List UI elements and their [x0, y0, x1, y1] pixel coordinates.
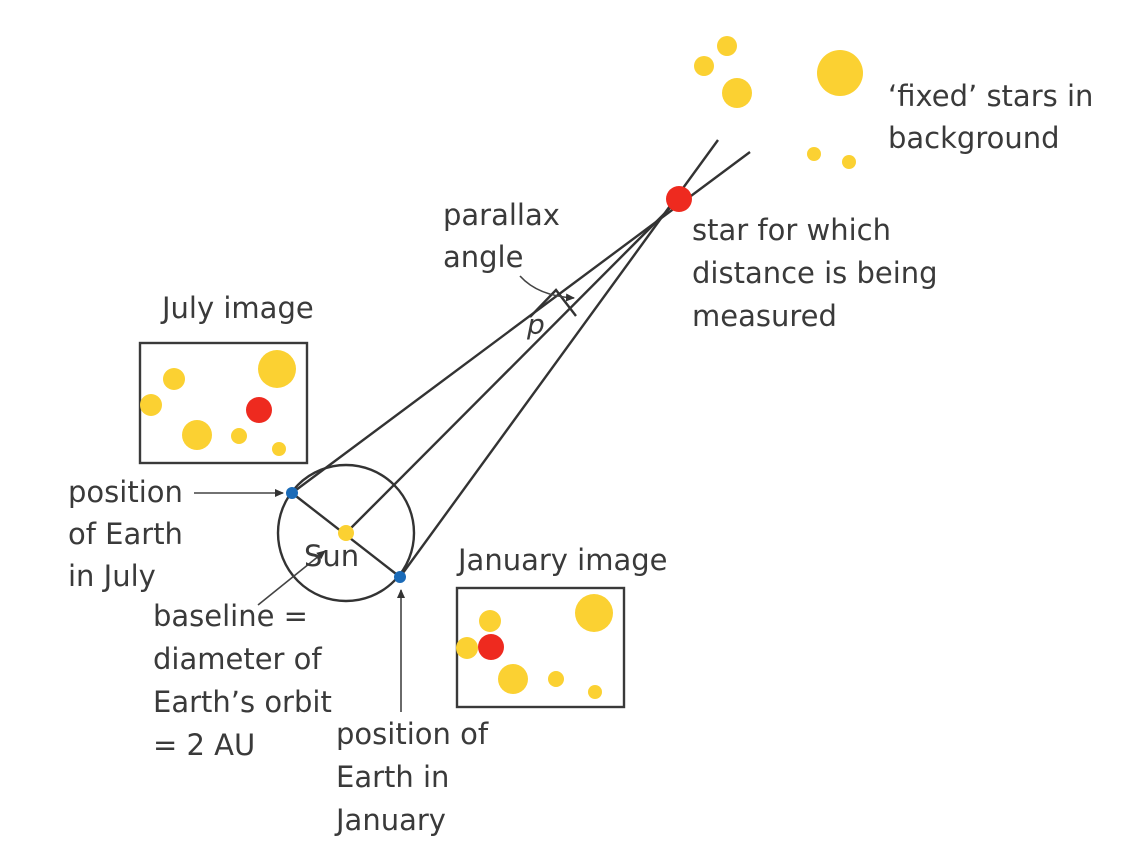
earth-july-label-line: position [68, 475, 183, 509]
baseline-label: baseline = diameter of Earth’s orbit = 2… [153, 599, 341, 762]
target-star-label-line: measured [692, 299, 837, 333]
january-image-star [548, 671, 564, 687]
baseline-label-line: Earth’s orbit [153, 685, 332, 719]
parallax-p-symbol: p [526, 308, 545, 341]
parallax-angle-label-line: parallax [443, 198, 560, 232]
earth-july-dot [286, 487, 298, 499]
baseline-pointer-arrow [257, 550, 326, 606]
july-image-star [258, 350, 296, 388]
july-image-star [182, 420, 212, 450]
sight-line-sun [345, 198, 680, 534]
background-fixed-stars [694, 36, 863, 169]
target-star-label-line: distance is being [692, 256, 938, 290]
july-image-star [272, 442, 286, 456]
january-image-target-star [478, 634, 504, 660]
fixed-stars-label-line: background [888, 121, 1060, 155]
background-star [807, 147, 821, 161]
january-image-star [588, 685, 602, 699]
target-star [666, 186, 692, 212]
july-image-star [231, 428, 247, 444]
background-star [842, 155, 856, 169]
parallax-pointer-arrow [519, 275, 575, 302]
july-image-frame [138, 341, 309, 465]
baseline-label-line: = 2 AU [153, 728, 255, 762]
earth-july-label: position of Earth in July [68, 475, 192, 593]
parallax-angle-label-line: angle [443, 240, 523, 274]
january-image-star [479, 610, 501, 632]
background-star [694, 56, 714, 76]
earth-orbit [276, 463, 416, 603]
parallax-angle-label: parallax angle [443, 198, 569, 274]
january-image-frame [455, 586, 626, 709]
baseline-label-line: diameter of [153, 642, 322, 676]
earth-july-label-line: in July [68, 559, 156, 593]
earth-january-label-line: Earth in [336, 760, 449, 794]
background-star [817, 50, 863, 96]
earth-january-label-line: position of [336, 717, 489, 751]
january-image-star [575, 594, 613, 632]
earth-january-dot [394, 571, 406, 583]
background-star [717, 36, 737, 56]
baseline-label-line: baseline = [153, 599, 308, 633]
parallax-angle-arc [529, 288, 577, 318]
july-image-star [163, 368, 185, 390]
january-image-label: January image [456, 543, 668, 577]
july-image-target-star [246, 397, 272, 423]
target-star-label: star for which distance is being measure… [692, 213, 947, 333]
earth-january-label: position of Earth in January [334, 717, 497, 837]
fixed-stars-label-line: ‘fixed’ stars in [888, 79, 1093, 113]
sun-dot [338, 525, 354, 541]
target-star-label-line: star for which [692, 213, 891, 247]
earth-january-label-line: January [334, 803, 446, 837]
earth-july-label-line: of Earth [68, 517, 183, 551]
sun-label: Sun [304, 539, 359, 573]
july-image-label: July image [160, 291, 314, 325]
fixed-stars-label: ‘fixed’ stars in background [888, 79, 1103, 155]
january-image-star [456, 637, 478, 659]
july-image-star [140, 394, 162, 416]
january-image-star [498, 664, 528, 694]
background-star [722, 78, 752, 108]
